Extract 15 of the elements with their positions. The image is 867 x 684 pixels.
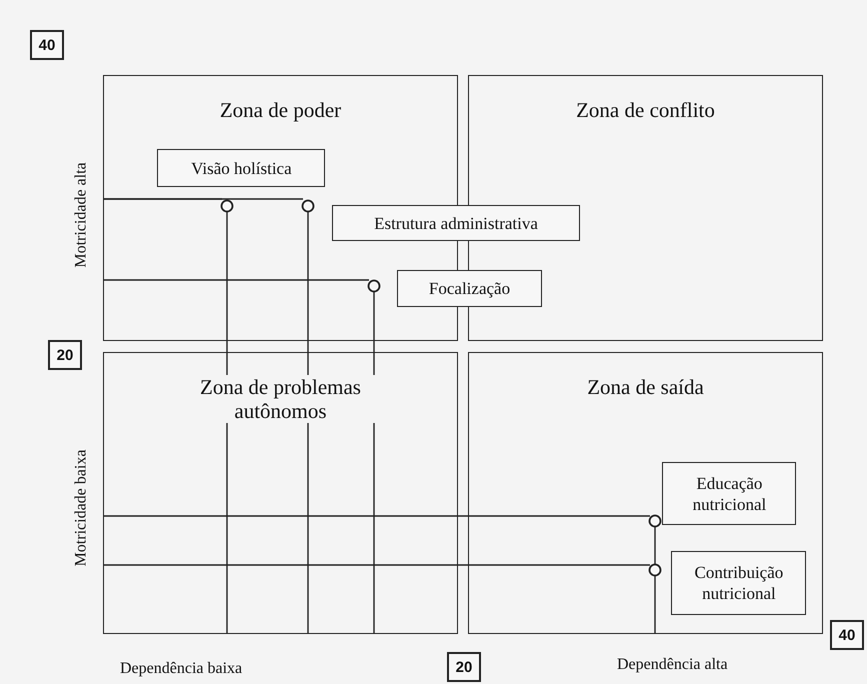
variable-box: Focalização bbox=[397, 270, 542, 307]
axis-label: Dependência alta bbox=[617, 656, 728, 674]
axis-label: Motricidade alta bbox=[72, 162, 90, 268]
variable-box: Contribuição nutricional bbox=[671, 551, 806, 616]
scale-value-box: 40 bbox=[30, 30, 64, 60]
variable-box: Estrutura administrativa bbox=[332, 205, 580, 241]
axis-label: Dependência baixa bbox=[120, 660, 242, 678]
scale-value-box: 20 bbox=[447, 652, 481, 682]
quadrant-box bbox=[103, 352, 458, 634]
variable-box: Educação nutricional bbox=[662, 462, 796, 526]
quadrant-box bbox=[468, 352, 823, 634]
variable-box: Visão holística bbox=[157, 149, 326, 188]
scale-value-box: 40 bbox=[830, 620, 864, 650]
axis-label: Motricidade baixa bbox=[72, 450, 90, 566]
scale-value-box: 20 bbox=[48, 340, 82, 370]
